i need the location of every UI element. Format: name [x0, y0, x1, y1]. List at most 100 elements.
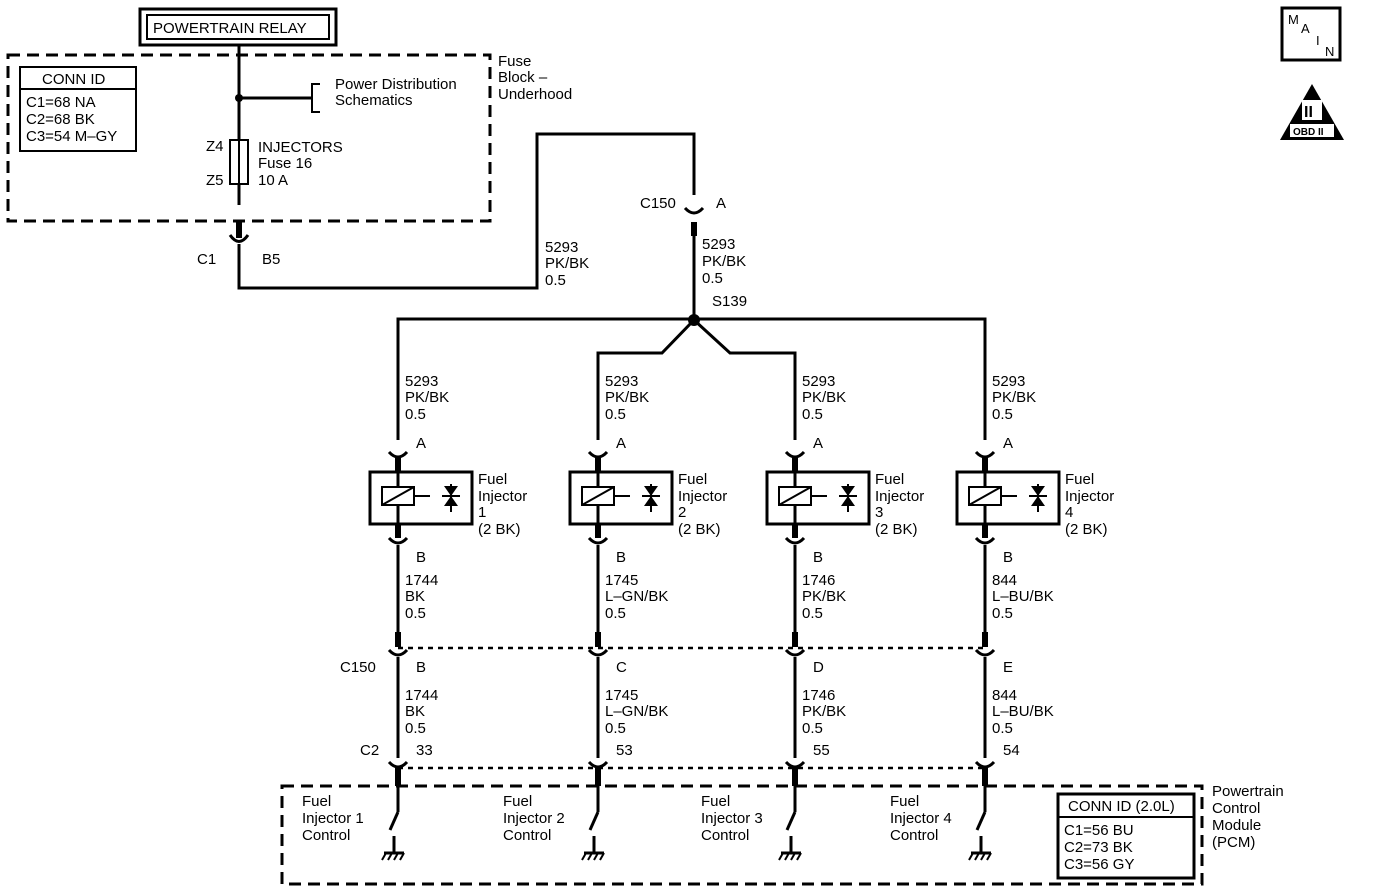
conn-id-line-1: C1=68 NA — [26, 94, 96, 111]
pcm-module: Powertrain Control Module (PCM) — [280, 783, 1284, 886]
pcm-conn-line-1: C1=56 BU — [1064, 822, 1134, 839]
powertrain-relay-label: POWERTRAIN RELAY — [153, 20, 307, 37]
fuse-block-label-2: Block – — [498, 69, 548, 86]
pcm-control-label-2: Injector 4 — [890, 810, 952, 827]
fuse-number: Fuse 16 — [258, 155, 312, 172]
c150-pin-label: B — [416, 659, 426, 676]
injector-label-line-2: Injector — [678, 488, 727, 505]
ground-icon — [778, 851, 802, 861]
fuse-block-underhood: Fuse Block – Underhood — [6, 53, 572, 223]
powertrain-relay: POWERTRAIN RELAY — [138, 7, 338, 47]
pcm-control-label-1: Fuel — [701, 793, 730, 810]
wire-circuit: 5293 — [702, 236, 735, 253]
injector-label-line-1: Fuel — [678, 471, 707, 488]
feed-wire-size: 0.5 — [605, 406, 626, 423]
pcm-label-1: Powertrain — [1212, 783, 1284, 800]
fuel-injector-4 — [955, 470, 1061, 526]
fuse-block-label-3: Underhood — [498, 86, 572, 103]
pcm-wire-size: 0.5 — [992, 720, 1013, 737]
feed-wire-color: PK/BK — [605, 389, 649, 406]
c150-pin-label: E — [1003, 659, 1013, 676]
pcm-conn-id: CONN ID (2.0L) C1=56 BU C2=73 BK C3=56 G… — [1056, 792, 1196, 880]
c150-a-pin: A — [716, 195, 726, 212]
conn-id-line-3: C3=54 M–GY — [26, 128, 117, 145]
wire-circuit: 5293 — [545, 239, 578, 256]
c150-a-label: C150 — [640, 195, 676, 212]
out-wire-size: 0.5 — [605, 605, 626, 622]
out-wire-size: 0.5 — [802, 605, 823, 622]
obd-ii-icon[interactable]: II OBD II — [1280, 84, 1344, 140]
feed-wire-color: PK/BK — [992, 389, 1036, 406]
injector-label-line-3: 2 — [678, 504, 686, 521]
injector-label-line-1: Fuel — [875, 471, 904, 488]
pcm-wire-size: 0.5 — [605, 720, 626, 737]
connector-c1: C1 B5 — [197, 222, 280, 268]
pcm-control-label-3: Control — [890, 827, 938, 844]
c150-pin-label: D — [813, 659, 824, 676]
pcm-control-label-1: Fuel — [503, 793, 532, 810]
pin-b-label: B — [416, 549, 426, 566]
injector-label-line-4: (2 BK) — [678, 521, 721, 538]
injector-label-line-2: Injector — [478, 488, 527, 505]
pcm-wire-circuit: 1744 — [405, 687, 438, 704]
pin-b-label: B — [1003, 549, 1013, 566]
pcm-label-2: Control — [1212, 800, 1260, 817]
main-icon[interactable]: M A I N — [1280, 6, 1342, 62]
pcm-wire-color: PK/BK — [802, 703, 846, 720]
injectors-fuse: Z4 Z5 INJECTORS Fuse 16 10 A — [206, 138, 343, 189]
pcm-wire-size: 0.5 — [802, 720, 823, 737]
pcm-wire-circuit: 1746 — [802, 687, 835, 704]
pcm-wire-color: BK — [405, 703, 425, 720]
pcm-control-label-3: Control — [701, 827, 749, 844]
obd-numeral: II — [1304, 104, 1313, 121]
out-wire-color: L–GN/BK — [605, 588, 668, 605]
out-wire-circuit: 844 — [992, 572, 1017, 589]
injector-label-line-1: Fuel — [478, 471, 507, 488]
conn-id-line-2: C2=68 BK — [26, 111, 95, 128]
pin-b-label: B — [616, 549, 626, 566]
feed-wire-size: 0.5 — [802, 406, 823, 423]
pcm-label-3: Module — [1212, 817, 1261, 834]
injector-label-line-3: 3 — [875, 504, 883, 521]
ground-icon — [381, 851, 405, 861]
main-letter-n: N — [1325, 44, 1334, 59]
out-wire-circuit: 1745 — [605, 572, 638, 589]
out-wire-color: BK — [405, 588, 425, 605]
fuel-injector-2 — [568, 470, 674, 526]
feed-wire-size: 0.5 — [992, 406, 1013, 423]
pcm-control-label-2: Injector 1 — [302, 810, 364, 827]
out-wire-color: PK/BK — [802, 588, 846, 605]
fuel-injector-3 — [765, 470, 871, 526]
c1-label: C1 — [197, 251, 216, 268]
injector-label-line-3: 1 — [478, 504, 486, 521]
pcm-conn-line-2: C2=73 BK — [1064, 839, 1133, 856]
pcm-control-label-2: Injector 3 — [701, 810, 763, 827]
pcm-control-label-2: Injector 2 — [503, 810, 565, 827]
pin-a-label: A — [416, 435, 426, 452]
pcm-pin-label: 55 — [813, 742, 830, 759]
injector-label-line-2: Injector — [875, 488, 924, 505]
wire-size: 0.5 — [545, 272, 566, 289]
injector-label-line-4: (2 BK) — [1065, 521, 1108, 538]
ground-icon — [968, 851, 992, 861]
feed-wire-circuit: 5293 — [605, 373, 638, 390]
c2-label: C2 — [360, 742, 379, 759]
injector-label-line-4: (2 BK) — [478, 521, 521, 538]
out-wire-circuit: 1744 — [405, 572, 438, 589]
splice-label: S139 — [712, 293, 747, 310]
fuse-block-label-1: Fuse — [498, 53, 531, 70]
injector-label-line-3: 4 — [1065, 504, 1073, 521]
fuse-block-conn-id: CONN ID C1=68 NA C2=68 BK C3=54 M–GY — [19, 66, 137, 152]
pcm-conn-line-3: C3=56 GY — [1064, 856, 1134, 873]
pin-a-label: A — [813, 435, 823, 452]
pcm-wire-color: L–BU/BK — [992, 703, 1054, 720]
obd-text: OBD II — [1293, 127, 1324, 138]
pcm-wire-color: L–GN/BK — [605, 703, 668, 720]
injector-label-line-1: Fuel — [1065, 471, 1094, 488]
connector-c150-a: C150 A — [640, 195, 726, 236]
